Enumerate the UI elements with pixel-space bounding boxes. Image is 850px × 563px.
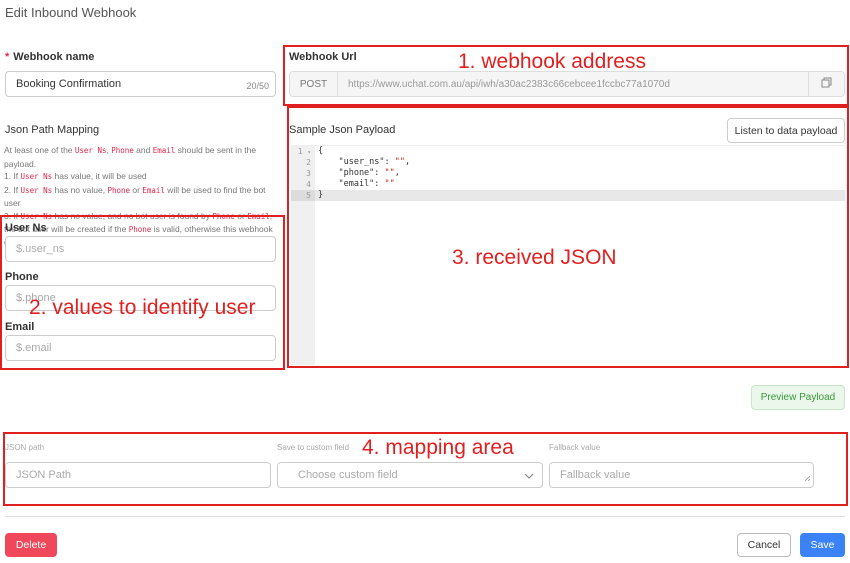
listen-payload-button[interactable]: Listen to data payload xyxy=(727,118,845,143)
json-path-mapping-title: Json Path Mapping xyxy=(5,124,100,136)
webhook-url-field: POST https://www.uchat.com.au/api/iwh/a3… xyxy=(289,71,845,97)
fold-arrow-icon[interactable]: ▾ xyxy=(307,149,311,156)
email-input[interactable]: $.email xyxy=(5,335,276,361)
copy-icon xyxy=(821,75,832,93)
user-ns-input[interactable]: $.user_ns xyxy=(5,236,276,262)
method-badge: POST xyxy=(290,72,338,96)
webhook-name-value: Booking Confirmation xyxy=(16,78,122,90)
fallback-placeholder: Fallback value xyxy=(560,469,631,481)
code-line: "phone": "", xyxy=(318,168,400,178)
preview-payload-button[interactable]: Preview Payload xyxy=(751,385,845,410)
col-fallback: Fallback value xyxy=(549,443,601,452)
footer-divider xyxy=(5,516,845,517)
code-line: { xyxy=(318,146,324,156)
col-json-path: JSON path xyxy=(5,443,45,452)
page-title: Edit Inbound Webhook xyxy=(5,5,137,20)
phone-label: Phone xyxy=(5,271,39,283)
annotation-box-webhook-address xyxy=(283,45,849,106)
annotation-identify-user: 2. values to identify user xyxy=(29,296,256,319)
editor-code[interactable]: { "user_ns": "", "phone": "", "email": "… xyxy=(315,146,845,365)
annotation-box-mapping-area xyxy=(3,432,848,506)
webhook-name-counter: 20/50 xyxy=(246,81,269,91)
delete-button[interactable]: Delete xyxy=(5,533,57,557)
json-path-input[interactable]: JSON Path xyxy=(5,462,271,488)
phone-input[interactable]: $.phone xyxy=(5,285,276,311)
webhook-name-input[interactable]: Booking Confirmation 20/50 xyxy=(5,71,276,97)
sample-payload-title: Sample Json Payload xyxy=(289,124,396,136)
custom-field-placeholder: Choose custom field xyxy=(298,469,398,481)
code-line: } xyxy=(315,190,845,201)
annotation-mapping-area: 4. mapping area xyxy=(362,436,514,459)
webhook-url-value: https://www.uchat.com.au/api/iwh/a30ac23… xyxy=(348,78,670,90)
user-ns-label: User Ns xyxy=(5,222,47,234)
code-line: "user_ns": "", xyxy=(318,157,411,167)
annotation-box-identify-user xyxy=(0,215,285,370)
json-editor[interactable]: 1 ▾ 2 3 4 5 { "user_ns": "", "phone": ""… xyxy=(291,145,845,365)
chevron-down-icon xyxy=(524,471,534,483)
custom-field-select[interactable]: Choose custom field xyxy=(277,462,543,488)
annotation-webhook-address: 1. webhook address xyxy=(458,50,646,73)
cancel-button[interactable]: Cancel xyxy=(737,533,791,557)
save-button[interactable]: Save xyxy=(800,533,845,557)
webhook-name-label: *Webhook name xyxy=(5,51,95,63)
email-label: Email xyxy=(5,321,35,333)
resize-grip-icon[interactable] xyxy=(804,473,811,485)
annotation-box-received-json xyxy=(287,106,849,368)
fallback-value-input[interactable]: Fallback value xyxy=(549,462,814,488)
annotation-received-json: 3. received JSON xyxy=(452,246,617,269)
editor-gutter: 1 ▾ 2 3 4 5 xyxy=(291,146,315,365)
code-line: "email": "" xyxy=(318,179,395,189)
col-custom-field: Save to custom field xyxy=(277,443,350,452)
copy-url-button[interactable] xyxy=(808,72,844,96)
webhook-url-label: Webhook Url xyxy=(289,51,357,63)
